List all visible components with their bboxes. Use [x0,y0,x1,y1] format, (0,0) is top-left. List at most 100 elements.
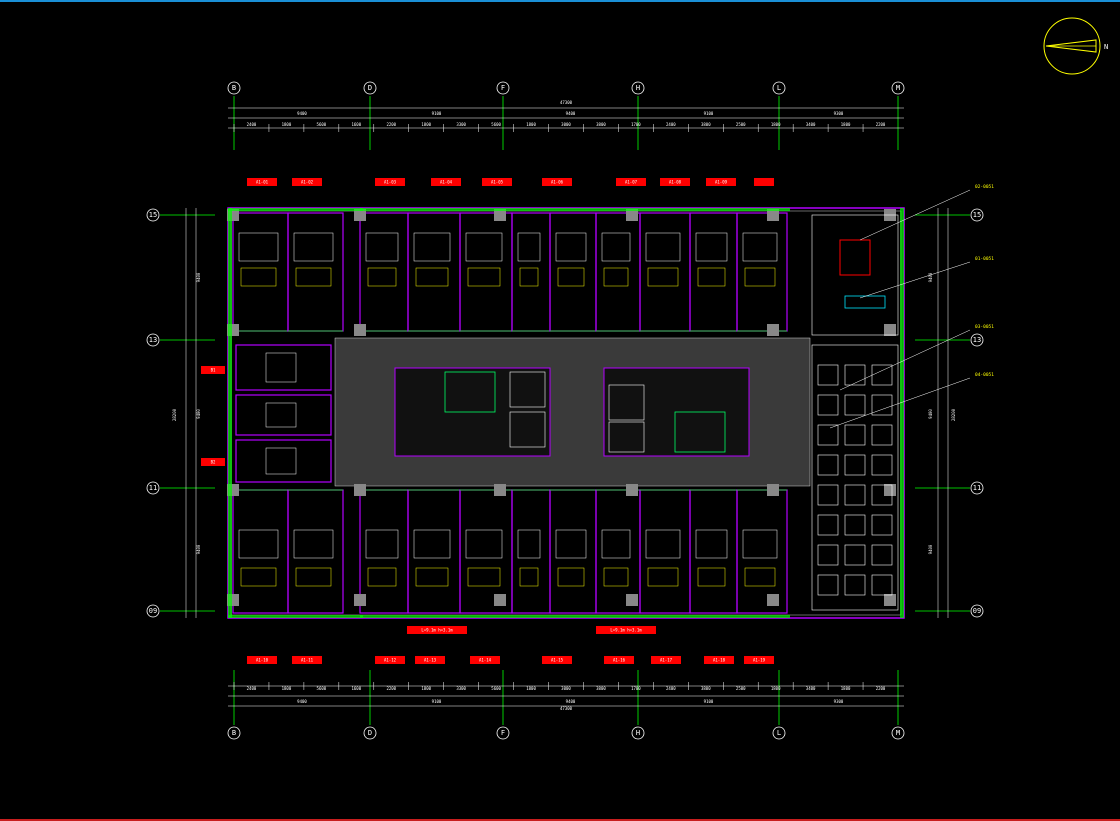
dim-bottom-fine: 3300 [456,686,466,691]
guest-room [235,344,332,391]
bed-icon [645,232,681,262]
office-desk [871,394,893,416]
furniture-icon [519,567,539,587]
structural-column [626,209,638,221]
guest-room [359,212,409,332]
dim-top-fine: 3400 [806,122,816,127]
axis-bubble [772,81,786,95]
dim-top-mid: 9400 [566,111,576,116]
furniture-icon [697,267,726,287]
room-tag-bottom-label: A1-11 [301,658,314,663]
furniture-icon [415,267,449,287]
plan-note-1: L=9.1m h=3.1m [421,628,453,633]
dim-top-overall: 47300 [560,100,573,105]
dim-right-side: 9400 [928,409,933,419]
room-tag-top [616,178,646,186]
furniture-icon [744,267,776,287]
furniture-icon [647,567,679,587]
structural-column [767,324,779,336]
dim-right-overall: 28200 [951,408,956,421]
dim-top-fine: 2400 [247,122,257,127]
room-tag-top [660,178,690,186]
dim-top-mid: 9400 [297,111,307,116]
room-tag-top-extra [754,178,774,186]
furniture-icon [295,567,332,587]
dimension-layer: 9400940091009100940094009100910093009300… [185,107,949,707]
north-arrow-icon: N [1043,17,1108,75]
furniture-icon [557,567,585,587]
axis-bubble [970,333,984,347]
axis-label-F: F [501,729,505,737]
guest-room [235,394,332,436]
axis-label-D: D [368,84,372,92]
guest-room [232,489,289,614]
room-tag-bottom [542,656,572,664]
axis-bubble [631,726,645,740]
dim-top-fine: 2200 [876,122,886,127]
office-desk [817,394,839,416]
guest-room [595,212,641,332]
furniture-icon [519,267,539,287]
room-tag-bottom-label: A1-18 [713,658,726,663]
guest-room [407,489,461,614]
window-top-border [0,0,1120,2]
bed-icon [555,529,587,559]
axis-label-L: L [777,84,781,92]
furniture-icon [697,567,726,587]
structural-column [884,484,896,496]
room-tag-bottom-label: A1-12 [384,658,397,663]
exterior-wall-highlight [360,615,790,618]
office-desk [844,574,866,596]
axis-label-09: 09 [149,607,157,615]
furniture-icon [367,567,397,587]
dim-bottom-fine: 3400 [806,686,816,691]
office-desk [817,364,839,386]
office-desk [844,394,866,416]
guest-room [511,212,551,332]
furniture-icon [240,267,277,287]
dim-top-fine: 3800 [596,122,606,127]
office-desk [871,544,893,566]
axis-label-15: 15 [973,211,981,219]
structural-column [494,484,506,496]
dim-bottom-fine: 3800 [596,686,606,691]
dim-bottom-mid: 9100 [432,699,442,704]
dim-top-mid: 9100 [704,111,714,116]
office-desk [871,424,893,446]
guest-room [235,439,332,483]
room-tag-bottom [651,656,681,664]
room-tag-top [431,178,461,186]
room-tag-bottom [744,656,774,664]
office-desk [844,424,866,446]
office-desk [817,424,839,446]
office-desk [817,484,839,506]
dim-top-fine: 1800 [282,122,292,127]
guest-rooms [227,208,904,618]
axis-bubble [970,481,984,495]
room-tag-bottom-label: A1-10 [256,658,269,663]
bed-icon [695,529,728,559]
furniture-icon [240,567,277,587]
dim-top-mid: 9300 [834,111,844,116]
axis-label-13: 13 [149,336,157,344]
guest-room [736,212,788,332]
structural-column [626,484,638,496]
room-tag-bottom [247,656,277,664]
dim-bottom-mid: 9400 [297,699,307,704]
dim-top-mid: 9100 [432,111,442,116]
dim-top-fine: 3000 [561,122,571,127]
room-tag-bottom [704,656,734,664]
dim-top-fine: 1800 [841,122,851,127]
furniture-icon [603,267,629,287]
bed-icon [365,529,399,559]
guest-room [549,212,597,332]
room-tag-left-label: B2 [211,460,216,465]
office-desk [844,364,866,386]
bed-icon [517,529,541,559]
dim-top-fine: 1700 [631,122,641,127]
room-tag-left [201,366,225,374]
office-desk [817,514,839,536]
bed-icon [695,232,728,262]
